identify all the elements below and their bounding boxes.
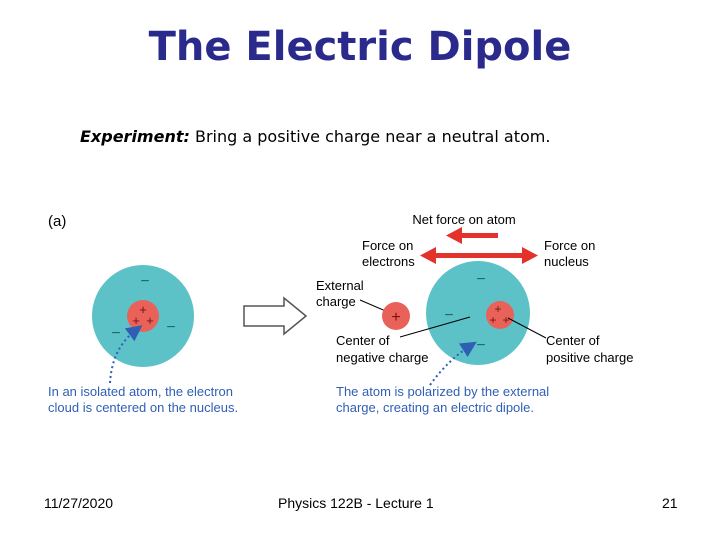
footer-date: 11/27/2020 — [44, 495, 114, 511]
net-force-label: Net force on atom — [412, 212, 515, 227]
net-force-arrow-head — [446, 227, 462, 244]
force-on-nucleus-arrow-head — [522, 247, 538, 264]
center-negative-leader — [399, 316, 471, 338]
isolated-caption-line-2: cloud is centered on the nucleus. — [48, 400, 238, 415]
external-charge-line-2: charge — [316, 294, 356, 309]
experiment-label: Experiment: — [80, 127, 190, 146]
isolated-caption-line-1: In an isolated atom, the electron — [48, 384, 233, 399]
force-on-electrons-arrow-shaft — [433, 253, 528, 258]
polarized-pointer-arrow — [429, 341, 477, 386]
force-on-electrons-line-1: Force on — [362, 238, 413, 253]
electron-minus-sign: − — [476, 337, 485, 354]
nucleus-plus-sign: + — [502, 313, 509, 327]
footer-course: Physics 122B - Lecture 1 — [278, 495, 434, 511]
polarized-caption-line-2: charge, creating an electric dipole. — [336, 400, 534, 415]
nucleus-plus-sign: + — [132, 313, 140, 328]
polarized-nucleus — [486, 301, 514, 329]
force-on-nucleus-arrow-shaft — [498, 253, 526, 258]
center-negative-line-1: Center of — [336, 333, 390, 348]
nucleus-plus-sign: + — [139, 302, 147, 317]
force-on-nucleus-line-1: Force on — [544, 238, 595, 253]
external-charge-line-1: External — [316, 278, 364, 293]
polarized-caption-line-1: The atom is polarized by the external — [336, 384, 549, 399]
center-negative-line-2: negative charge — [336, 350, 429, 365]
isolated-nucleus — [127, 300, 159, 332]
electron-minus-sign: − — [444, 307, 453, 324]
electron-minus-sign: − — [476, 271, 485, 288]
isolated-pointer-arrow — [109, 325, 143, 384]
center-positive-line-1: Center of — [546, 333, 600, 348]
polarized-electron-cloud — [426, 261, 530, 365]
external-charge-leader — [359, 299, 389, 313]
nucleus-plus-sign: + — [494, 302, 501, 316]
transition-arrow — [243, 296, 308, 336]
electron-minus-sign: − — [140, 273, 149, 290]
electron-minus-sign: − — [166, 319, 175, 336]
panel-label: (a) — [48, 213, 66, 230]
force-on-nucleus-line-2: nucleus — [544, 254, 589, 269]
external-charge — [382, 302, 410, 330]
electron-minus-sign: − — [111, 325, 120, 342]
center-positive-line-2: positive charge — [546, 350, 633, 365]
footer-page-number: 21 — [662, 495, 678, 511]
nucleus-plus-sign: + — [489, 313, 496, 327]
slide-title: The Electric Dipole — [148, 24, 572, 70]
net-force-arrow-shaft — [458, 233, 498, 238]
experiment-line: Experiment: Bring a positive charge near… — [80, 127, 550, 146]
nucleus-plus-sign: + — [146, 313, 154, 328]
force-on-electrons-arrow-head — [420, 247, 436, 264]
force-on-electrons-line-2: electrons — [362, 254, 415, 269]
experiment-text: Bring a positive charge near a neutral a… — [194, 127, 551, 146]
external-charge-plus-sign: + — [391, 309, 400, 326]
center-positive-leader — [507, 317, 547, 339]
